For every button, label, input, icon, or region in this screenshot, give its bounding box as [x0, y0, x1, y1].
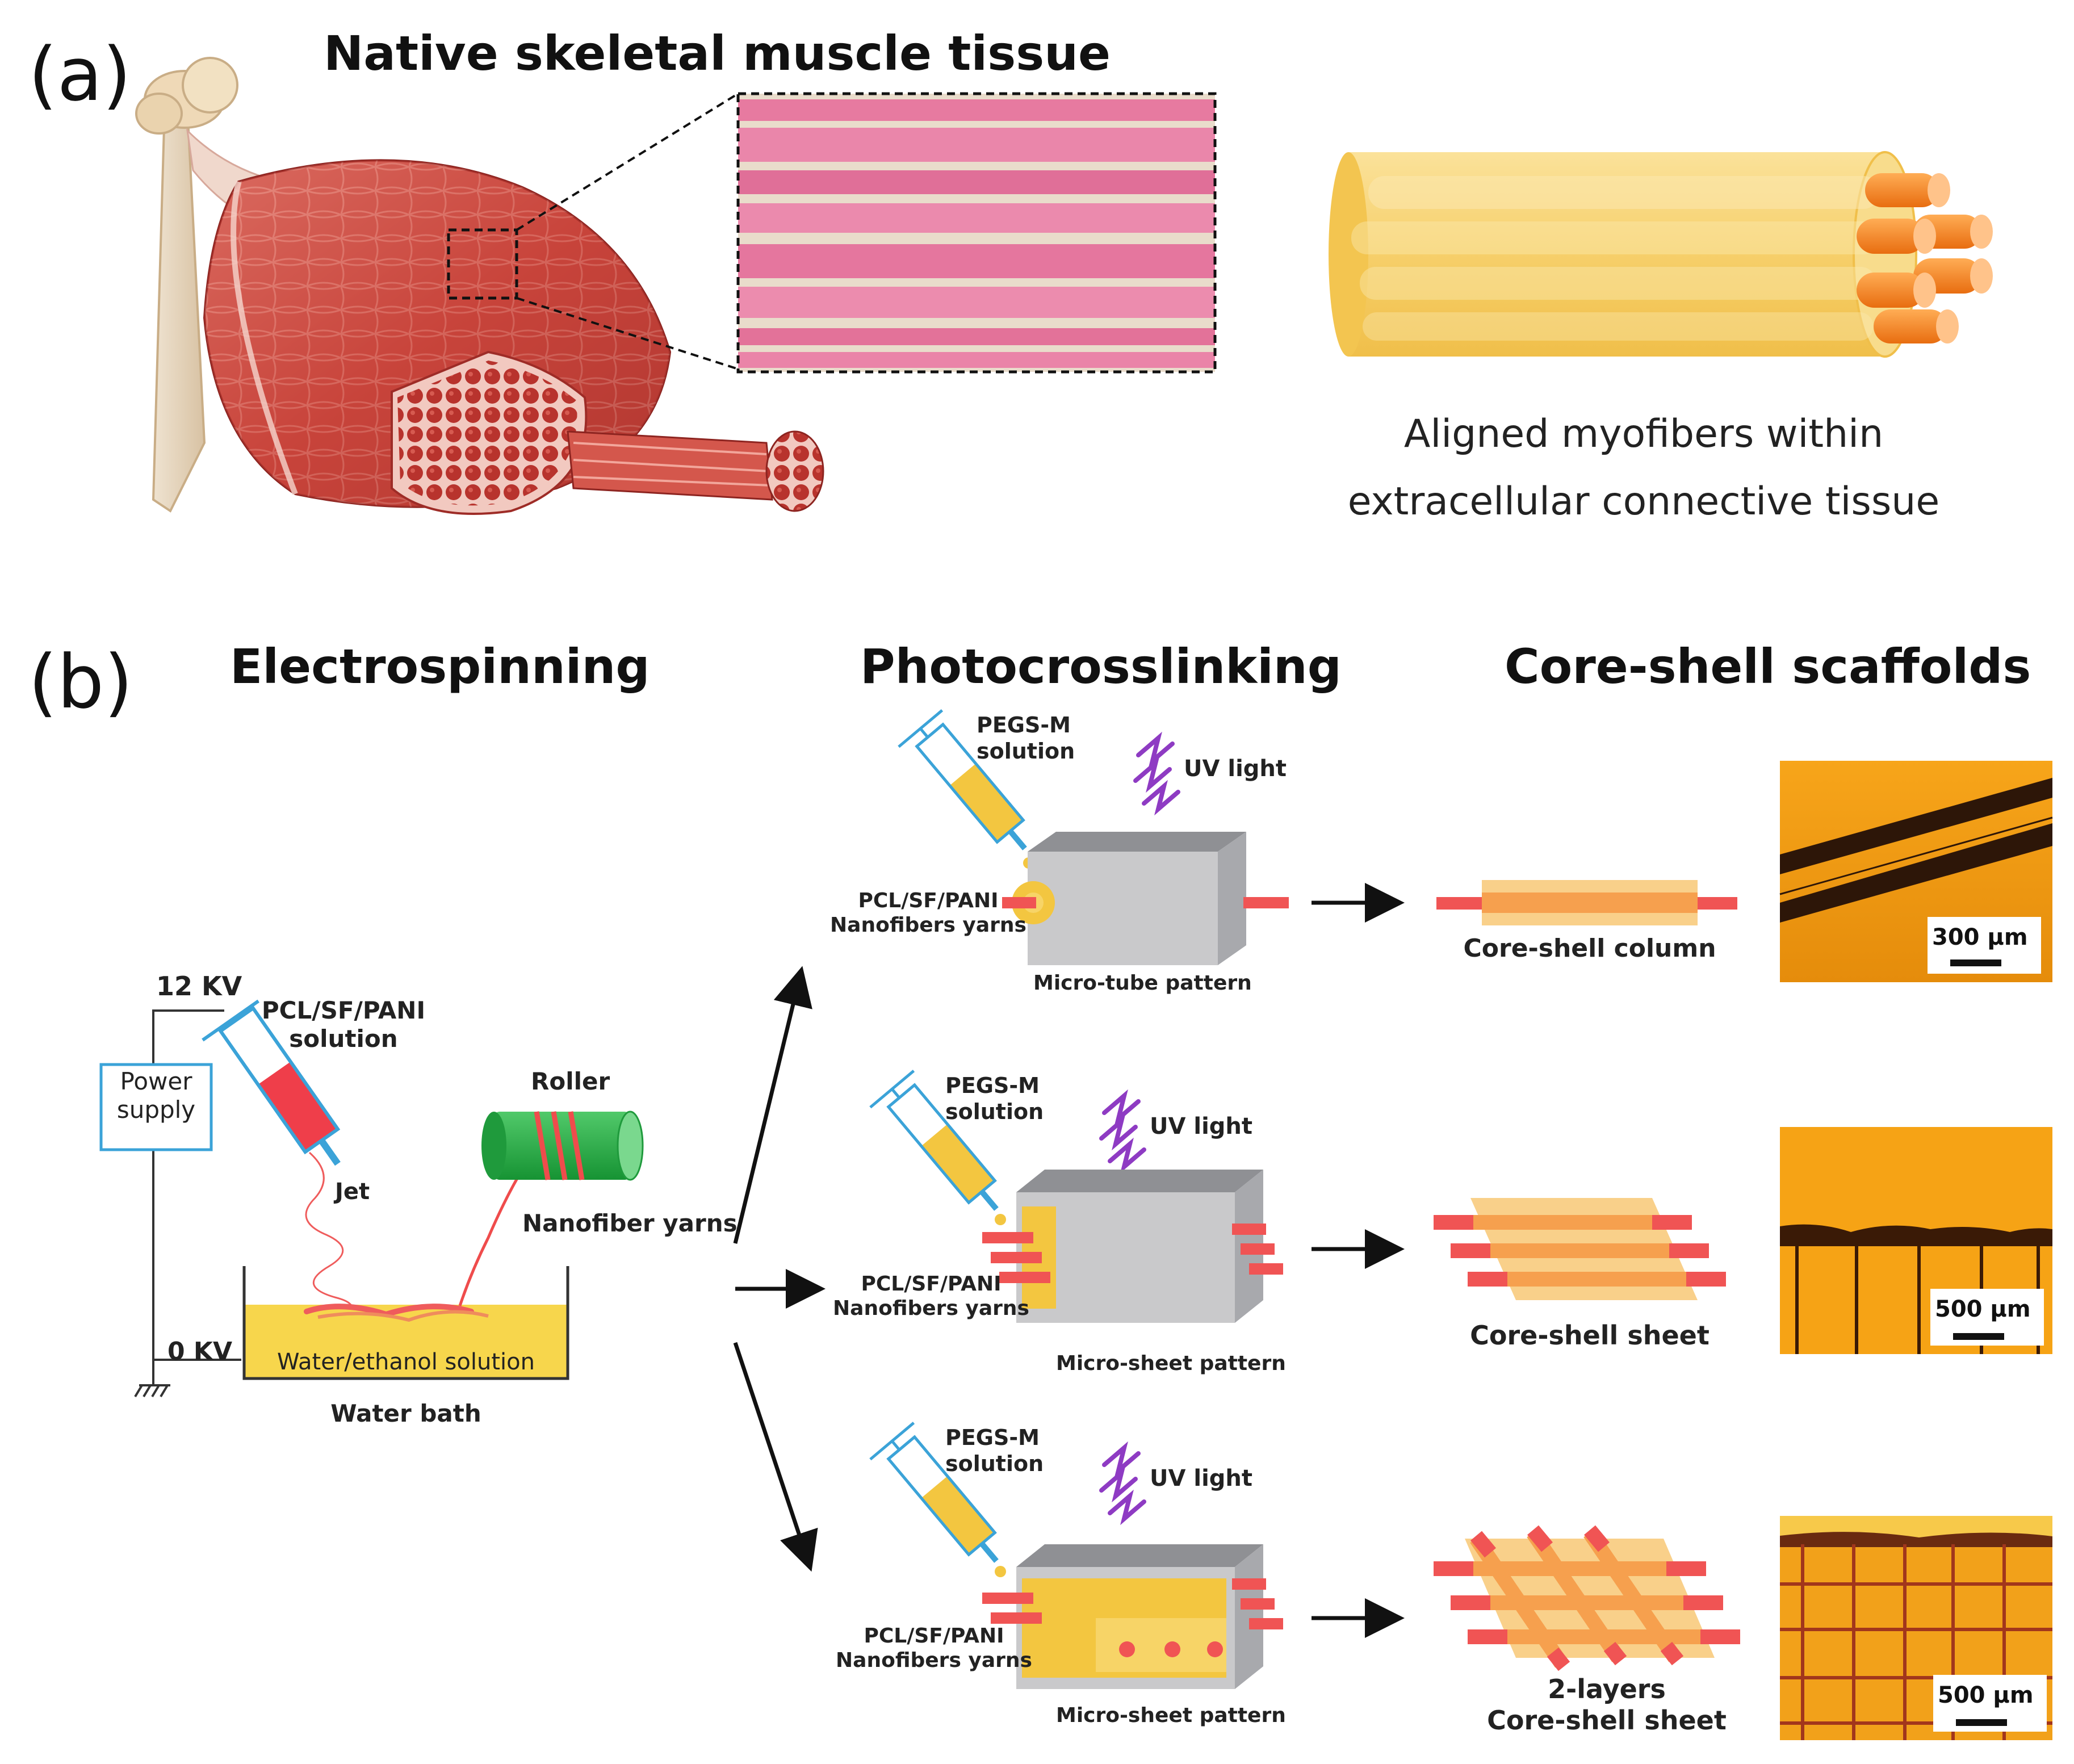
zoom-line-top: [516, 93, 739, 231]
row2-syringe-line1: PEGS-M: [945, 1073, 1040, 1098]
row1-syringe-line1: PEGS-M: [977, 713, 1071, 738]
row3-graphics: [869, 1422, 2052, 1740]
water-bath: [242, 1266, 569, 1380]
row3-yarn-line2: Nanofibers yarns: [836, 1649, 1032, 1673]
row1-graphics: [898, 709, 2053, 982]
row1-syringe-line2: solution: [977, 738, 1075, 764]
row2-scale-label: 500 μm: [1935, 1296, 2031, 1322]
row2-yarn-line2: Nanofibers yarns: [833, 1297, 1029, 1321]
row3-syringe-label: PEGS-M solution: [945, 1425, 1044, 1477]
circuit-wires: [134, 1009, 241, 1398]
row3-product-label: 2-layers Core-shell sheet: [1465, 1674, 1749, 1736]
branch-arrows: [733, 966, 826, 1572]
voltage-low-label: 0 KV: [167, 1337, 233, 1366]
section-title-electrospinning: Electrospinning: [230, 639, 650, 694]
roller-label: Roller: [531, 1067, 610, 1095]
power-supply-line2: supply: [116, 1096, 196, 1124]
row3-uv-label: UV light: [1150, 1465, 1253, 1491]
section-title-photocrosslinking: Photocrosslinking: [860, 639, 1342, 694]
myofiber-caption-line2: extracellular connective tissue: [1347, 479, 1940, 524]
row1-yarn-line2: Nanofibers yarns: [830, 914, 1026, 937]
myofiber-caption: Aligned myofibers within extracellular c…: [1317, 400, 1970, 535]
row1-pattern-label: Micro-tube pattern: [1033, 971, 1252, 995]
pcl-solution-label: PCL/SF/PANI solution: [255, 996, 431, 1054]
row3-scale-label: 500 μm: [1938, 1682, 2034, 1708]
water-bath-label: Water bath: [330, 1400, 481, 1427]
power-supply-label: Power supply: [101, 1067, 211, 1125]
histology-inset: [736, 92, 1217, 374]
bath-solution-label: Water/ethanol solution: [277, 1349, 535, 1375]
roller: [481, 1111, 644, 1181]
row3-pattern-label: Micro-sheet pattern: [1056, 1704, 1286, 1727]
row1-yarn-label: PCL/SF/PANI Nanofibers yarns: [820, 889, 1036, 937]
panel-a-title: Native skeletal muscle tissue: [324, 26, 1111, 81]
row1-syringe-label: PEGS-M solution: [977, 713, 1075, 764]
section-title-scaffolds: Core-shell scaffolds: [1505, 639, 2031, 694]
power-supply-box: [99, 1063, 213, 1151]
muscle-illustration: [203, 159, 824, 515]
row1-product-line1: Core-shell column: [1463, 934, 1716, 963]
bone-illustration: [135, 57, 238, 513]
myofiber-bundle: [1329, 151, 1993, 358]
row2-yarn-label: PCL/SF/PANI Nanofibers yarns: [823, 1272, 1039, 1321]
row2-product-line1: Core-shell sheet: [1470, 1320, 1710, 1351]
row2-yarn-line1: PCL/SF/PANI: [861, 1272, 1002, 1296]
pcl-solution-line1: PCL/SF/PANI: [261, 996, 426, 1024]
power-supply-line1: Power: [120, 1067, 192, 1095]
row1-scale-label: 300 μm: [1932, 924, 2028, 950]
row3-yarn-label: PCL/SF/PANI Nanofibers yarns: [826, 1624, 1042, 1673]
row2-syringe-line2: solution: [945, 1099, 1044, 1124]
row3-yarn-line1: PCL/SF/PANI: [864, 1624, 1004, 1648]
row2-graphics: [869, 1070, 2052, 1354]
panel-a-label: (a): [28, 31, 132, 118]
row3-product-line1: 2-layers: [1548, 1674, 1666, 1704]
row1-yarn-line1: PCL/SF/PANI: [858, 889, 999, 912]
jet-label: Jet: [335, 1179, 370, 1205]
row2-syringe-label: PEGS-M solution: [945, 1073, 1044, 1125]
row1-uv-label: UV light: [1184, 756, 1287, 782]
nanofiber-yarns-label: Nanofiber yarns: [522, 1209, 738, 1237]
panel-b-label: (b): [28, 639, 133, 725]
myofiber-caption-line1: Aligned myofibers within: [1403, 412, 1884, 456]
row3-syringe-line2: solution: [945, 1451, 1044, 1476]
syringe-electrospinning: [202, 999, 341, 1166]
row1-product-label: Core-shell column: [1448, 934, 1732, 964]
zoom-region: [447, 228, 518, 300]
row2-product-label: Core-shell sheet: [1448, 1320, 1732, 1351]
row3-product-line2: Core-shell sheet: [1487, 1705, 1727, 1736]
pcl-solution-line2: solution: [289, 1025, 398, 1053]
row3-syringe-line1: PEGS-M: [945, 1425, 1040, 1450]
row2-uv-label: UV light: [1150, 1113, 1253, 1139]
row2-pattern-label: Micro-sheet pattern: [1056, 1352, 1286, 1375]
voltage-high-label: 12 KV: [156, 971, 242, 1002]
